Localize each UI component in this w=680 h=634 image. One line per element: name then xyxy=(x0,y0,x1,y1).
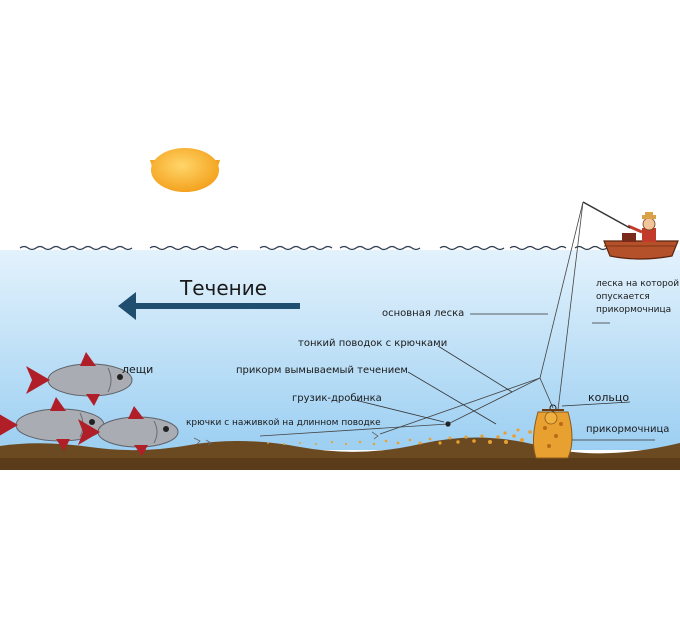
main-line-label: основная леска xyxy=(382,308,465,319)
sun-icon xyxy=(150,148,220,192)
fish-icon xyxy=(78,406,179,456)
bait-particles xyxy=(267,428,532,446)
water-surface-waves xyxy=(19,245,664,251)
fish-label: лещи xyxy=(122,363,154,376)
bait-washed-label: прикорм вымываемый течением xyxy=(236,365,408,376)
fish-icon xyxy=(0,397,105,451)
sinker xyxy=(445,421,451,427)
ring-label: кольцо xyxy=(588,391,630,404)
riverbed-dark xyxy=(0,458,680,470)
feeder-icon xyxy=(532,409,573,459)
fish-icon xyxy=(26,352,133,406)
pointer-lines xyxy=(354,313,655,441)
hooks xyxy=(193,431,379,446)
sinker-label: грузик-дробинка xyxy=(292,393,382,404)
thin-leader-label: тонкий поводок с крючками xyxy=(298,338,448,349)
feeder-line-label: леска на которой опускается прикормочниц… xyxy=(596,279,680,315)
hooks-label: крючки с наживкой на длинном поводке xyxy=(186,418,381,428)
feeder-label: прикормочница xyxy=(586,424,670,435)
fisherman-icon xyxy=(627,212,656,242)
fishing-rod xyxy=(582,201,631,229)
boat-icon xyxy=(603,233,679,260)
current-label: Течение xyxy=(180,276,268,300)
fishing-lines xyxy=(259,201,584,437)
arrow-left-icon xyxy=(118,292,300,320)
